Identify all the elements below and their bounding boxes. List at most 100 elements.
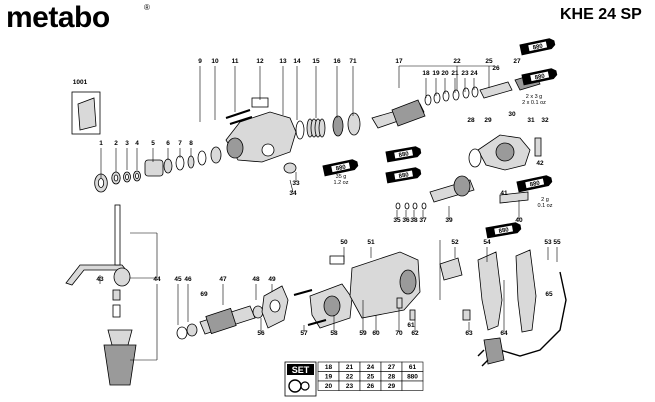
callout-31: 31 <box>527 117 535 124</box>
set-table-cell: 25 <box>367 374 375 381</box>
set-table-cell: 18 <box>325 364 333 371</box>
callout-28: 28 <box>467 117 475 124</box>
callout-25: 25 <box>485 58 493 65</box>
callout-33: 33 <box>292 180 300 187</box>
callout-1001: 1001 <box>73 79 88 86</box>
callout-30: 30 <box>508 111 516 118</box>
grease-tube-label: 880 <box>398 172 410 180</box>
callout-23: 23 <box>461 70 469 77</box>
callout-50: 50 <box>340 239 348 246</box>
callout-14: 14 <box>293 58 301 65</box>
callout-9: 9 <box>198 58 202 65</box>
callout-24: 24 <box>470 70 478 77</box>
grease-tube-label: 880 <box>335 164 347 172</box>
set-badge: SET <box>292 365 310 375</box>
callout-54: 54 <box>483 239 491 246</box>
set-table-cell: 23 <box>346 383 354 390</box>
grease-tube: 880 <box>385 167 422 184</box>
callout-21: 21 <box>451 70 459 77</box>
callout-12: 12 <box>256 58 264 65</box>
callout-44: 44 <box>153 276 161 283</box>
grease-tube: 880 <box>519 38 556 56</box>
callout-7: 7 <box>178 140 182 147</box>
callout-47: 47 <box>219 276 227 283</box>
callout-36: 36 <box>402 217 410 224</box>
callout-71: 71 <box>349 58 357 65</box>
grease-tube-note: 2 x 0.1 oz <box>522 100 546 106</box>
callout-51: 51 <box>367 239 375 246</box>
ring-icon <box>300 381 310 391</box>
callout-27: 27 <box>513 58 521 65</box>
callout-39: 39 <box>445 217 453 224</box>
callout-69: 69 <box>200 291 208 298</box>
set-table-cell: 19 <box>325 374 333 381</box>
callout-18: 18 <box>422 70 430 77</box>
callout-6: 6 <box>166 140 170 147</box>
grease-tube: 880 <box>385 146 422 163</box>
callout-26: 26 <box>492 65 500 72</box>
grease-tube: 880 <box>516 175 553 193</box>
callout-55: 55 <box>553 239 561 246</box>
grease-tubes: 880 35 g1.2 oz 880 880 880 2 x 3 g2 x 0.1 oz 8… <box>322 38 558 239</box>
callout-48: 48 <box>252 276 260 283</box>
grease-tube-note: 35 g <box>336 174 347 180</box>
callout-46: 46 <box>184 276 192 283</box>
set-table-cell: 20 <box>325 383 333 390</box>
callout-3: 3 <box>125 140 129 147</box>
header-brand-logo: metabo <box>6 1 110 34</box>
grease-tube: 880 <box>521 68 558 86</box>
callout-45: 45 <box>174 276 182 283</box>
callout-37: 37 <box>419 217 427 224</box>
set-table-cell: 26 <box>367 383 375 390</box>
grease-tube-label: 880 <box>498 227 510 235</box>
callout-10: 10 <box>211 58 219 65</box>
set-table-cell: 880 <box>407 374 418 381</box>
callout-70: 70 <box>395 330 403 337</box>
callout-42: 42 <box>536 160 544 167</box>
callout-8: 8 <box>189 140 193 147</box>
callout-1: 1 <box>99 140 103 147</box>
callout-65: 65 <box>545 291 553 298</box>
callout-38: 38 <box>410 217 418 224</box>
set-table-cell: 21 <box>346 364 354 371</box>
callout-34: 34 <box>289 190 297 197</box>
grease-tube: 880 <box>322 159 359 177</box>
callout-16: 16 <box>333 58 341 65</box>
callout-17: 17 <box>395 58 403 65</box>
callout-49: 49 <box>268 276 276 283</box>
callout-35: 35 <box>393 217 401 224</box>
callout-4: 4 <box>135 140 139 147</box>
callout-58: 58 <box>330 330 338 337</box>
grease-tube-label: 880 <box>529 180 541 188</box>
callout-63: 63 <box>465 330 473 337</box>
callout-62: 62 <box>411 330 419 337</box>
model-title: KHE 24 SP <box>560 6 642 23</box>
callout-29: 29 <box>484 117 492 124</box>
callout-53: 53 <box>544 239 552 246</box>
set-table-cell: 28 <box>388 374 396 381</box>
grease-tube-note: 1.2 oz <box>334 180 349 186</box>
callout-19: 19 <box>432 70 440 77</box>
callout-59: 59 <box>359 330 367 337</box>
grease-tube: 880 <box>485 222 522 239</box>
callout-64: 64 <box>500 330 508 337</box>
callout-13: 13 <box>279 58 287 65</box>
callout-22: 22 <box>453 58 461 65</box>
parts-drawings <box>65 73 567 386</box>
set-table-cell: 24 <box>367 364 375 371</box>
callout-5: 5 <box>151 140 155 147</box>
callout-20: 20 <box>441 70 449 77</box>
grease-tube-label: 880 <box>532 43 544 51</box>
callout-52: 52 <box>451 239 459 246</box>
callout-57: 57 <box>300 330 308 337</box>
set-table-cell: 27 <box>388 364 396 371</box>
grease-tube-note: 0.1 oz <box>538 203 553 209</box>
callout-56: 56 <box>257 330 265 337</box>
set-table-cell: 29 <box>388 383 396 390</box>
leader-lines <box>99 65 558 384</box>
callout-2: 2 <box>114 140 118 147</box>
grease-tube-note: 2 x 3 g <box>526 94 543 100</box>
